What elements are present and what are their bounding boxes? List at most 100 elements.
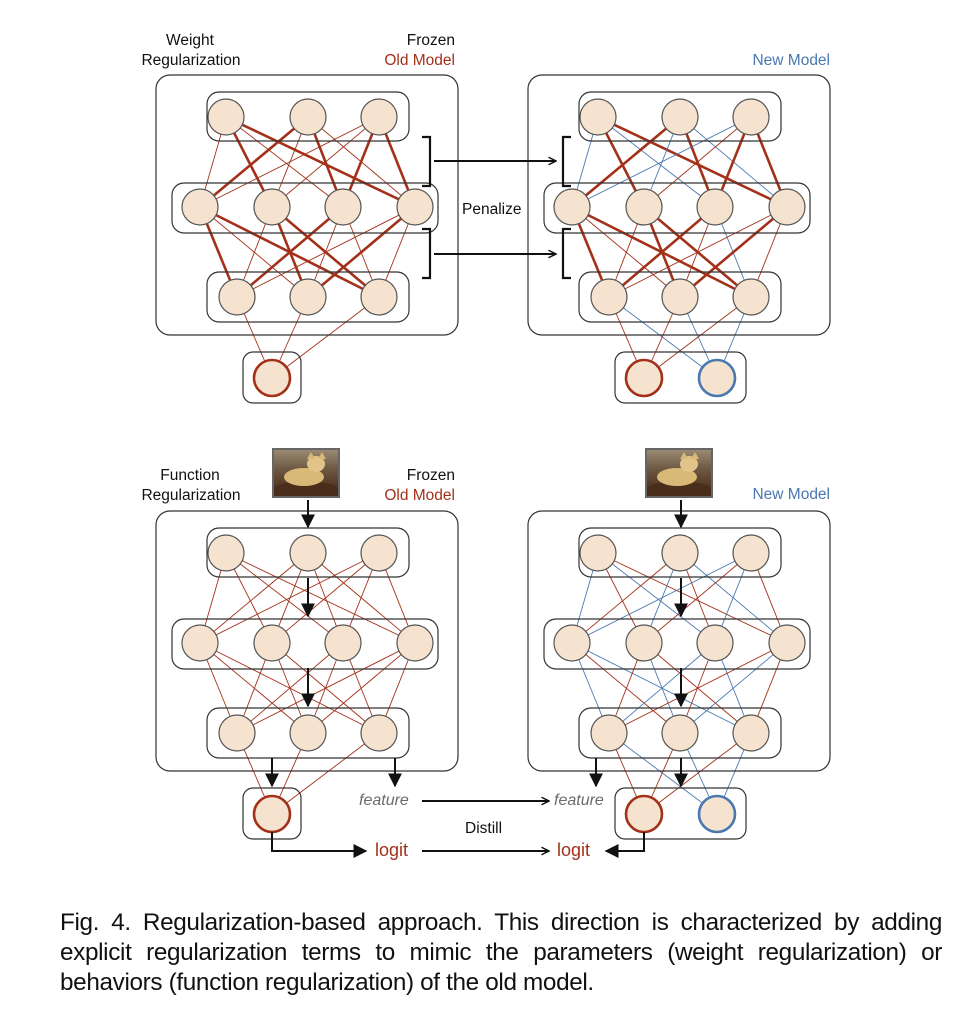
hidden-neuron (360, 278, 398, 316)
edge-output (643, 296, 752, 379)
old-model-text: Old Model (384, 52, 455, 69)
edge-weight (225, 116, 344, 208)
new-class-output-neuron (697, 358, 737, 398)
function-new-model-label: New Model (752, 486, 830, 503)
edge-weight (271, 116, 380, 208)
hidden-neuron (625, 624, 663, 662)
old-model-box (155, 74, 459, 336)
hidden-neuron (289, 278, 327, 316)
edge-weight (236, 642, 416, 734)
old-logit-arrow (271, 832, 368, 858)
hidden-neuron (590, 278, 628, 316)
hidden-neuron (732, 714, 770, 752)
function-reg-title-line2: Regularization (141, 487, 241, 504)
old-class-output-neuron (252, 358, 292, 398)
feature-label-old: feature (359, 792, 409, 809)
edge-weight (225, 552, 344, 644)
hidden-neuron (696, 188, 734, 226)
bracket-new-l12 (561, 135, 571, 188)
hidden-neuron (553, 188, 591, 226)
edge-weight-important (679, 206, 788, 298)
layer1-box (206, 91, 410, 142)
penalize-label: Penalize (462, 201, 522, 218)
hidden-neuron (579, 534, 617, 572)
old-model-text: Old Model (384, 487, 455, 504)
hidden-neuron (218, 278, 256, 316)
layer2-box (543, 618, 811, 670)
cat-image-new (645, 448, 713, 498)
bracket-new-l23 (561, 227, 571, 280)
old-class-output-neuron (624, 358, 664, 398)
frozen-text: Frozen (406, 32, 455, 49)
function-reg-title: Function Regularization (141, 466, 240, 506)
hidden-neuron (289, 714, 327, 752)
edge-weight (597, 116, 716, 208)
edge-weight (679, 552, 788, 644)
edge-weight (597, 552, 716, 644)
hidden-neuron (768, 188, 806, 226)
hidden-neuron (661, 278, 699, 316)
hidden-neuron (590, 714, 628, 752)
hidden-neuron (625, 188, 663, 226)
hidden-neuron (732, 98, 770, 136)
new-model-box (527, 74, 831, 336)
layer3-box (206, 271, 410, 323)
layer2-box (171, 182, 439, 234)
edge-weight (199, 552, 309, 644)
hidden-neuron (396, 624, 434, 662)
old-class-output-neuron (252, 794, 292, 834)
edge-weight (597, 552, 788, 644)
output-box (614, 351, 747, 404)
hidden-neuron (253, 188, 291, 226)
hidden-neuron (732, 278, 770, 316)
hidden-neuron (396, 188, 434, 226)
edge-output (643, 732, 752, 815)
weight-new-model-label: New Model (752, 52, 830, 69)
hidden-neuron (579, 98, 617, 136)
edge-weight (608, 642, 788, 734)
hidden-neuron (207, 98, 245, 136)
edge-weight (643, 552, 752, 644)
edge-weight (271, 552, 380, 644)
edge-weight-important (225, 115, 416, 209)
edge-weight (199, 116, 380, 208)
edge-weight-important (236, 206, 344, 298)
edge-weight (571, 116, 752, 208)
edge-weight (307, 642, 416, 734)
feature-label-new: feature (554, 792, 604, 809)
weight-reg-title-line2: Regularization (141, 52, 241, 69)
edge-weight (199, 642, 309, 734)
hidden-neuron (289, 98, 327, 136)
edge-weight-important (571, 116, 681, 208)
weight-reg-title-line1: Weight (166, 32, 214, 49)
edge-output (608, 732, 718, 815)
edge-output (271, 732, 380, 815)
old-class-output-neuron (624, 794, 664, 834)
layer2-box (543, 182, 811, 234)
edge-output (608, 296, 718, 379)
edge-weight (571, 206, 681, 298)
distill-label: Distill (465, 820, 503, 837)
hidden-neuron (181, 624, 219, 662)
bracket-old-l23 (422, 227, 432, 280)
hidden-neuron (324, 188, 362, 226)
output-box (614, 787, 747, 840)
edge-weight-important (608, 206, 716, 298)
edge-weight (643, 116, 752, 208)
hidden-neuron (324, 624, 362, 662)
hidden-neuron (360, 98, 398, 136)
hidden-neuron (360, 714, 398, 752)
hidden-neuron (360, 534, 398, 572)
edge-weight (571, 552, 681, 644)
figure-canvas (155, 74, 831, 858)
hidden-neuron (218, 714, 256, 752)
logit-label-old: logit (375, 840, 409, 860)
edge-weight (571, 552, 752, 644)
figure-caption: Fig. 4. Regularization-based approach. T… (60, 909, 942, 996)
edge-weight (236, 642, 344, 734)
layer3-box (206, 707, 410, 759)
edge-weight (236, 206, 416, 298)
edge-weight (199, 552, 380, 644)
new-class-output-neuron (697, 794, 737, 834)
edge-weight (307, 552, 416, 644)
